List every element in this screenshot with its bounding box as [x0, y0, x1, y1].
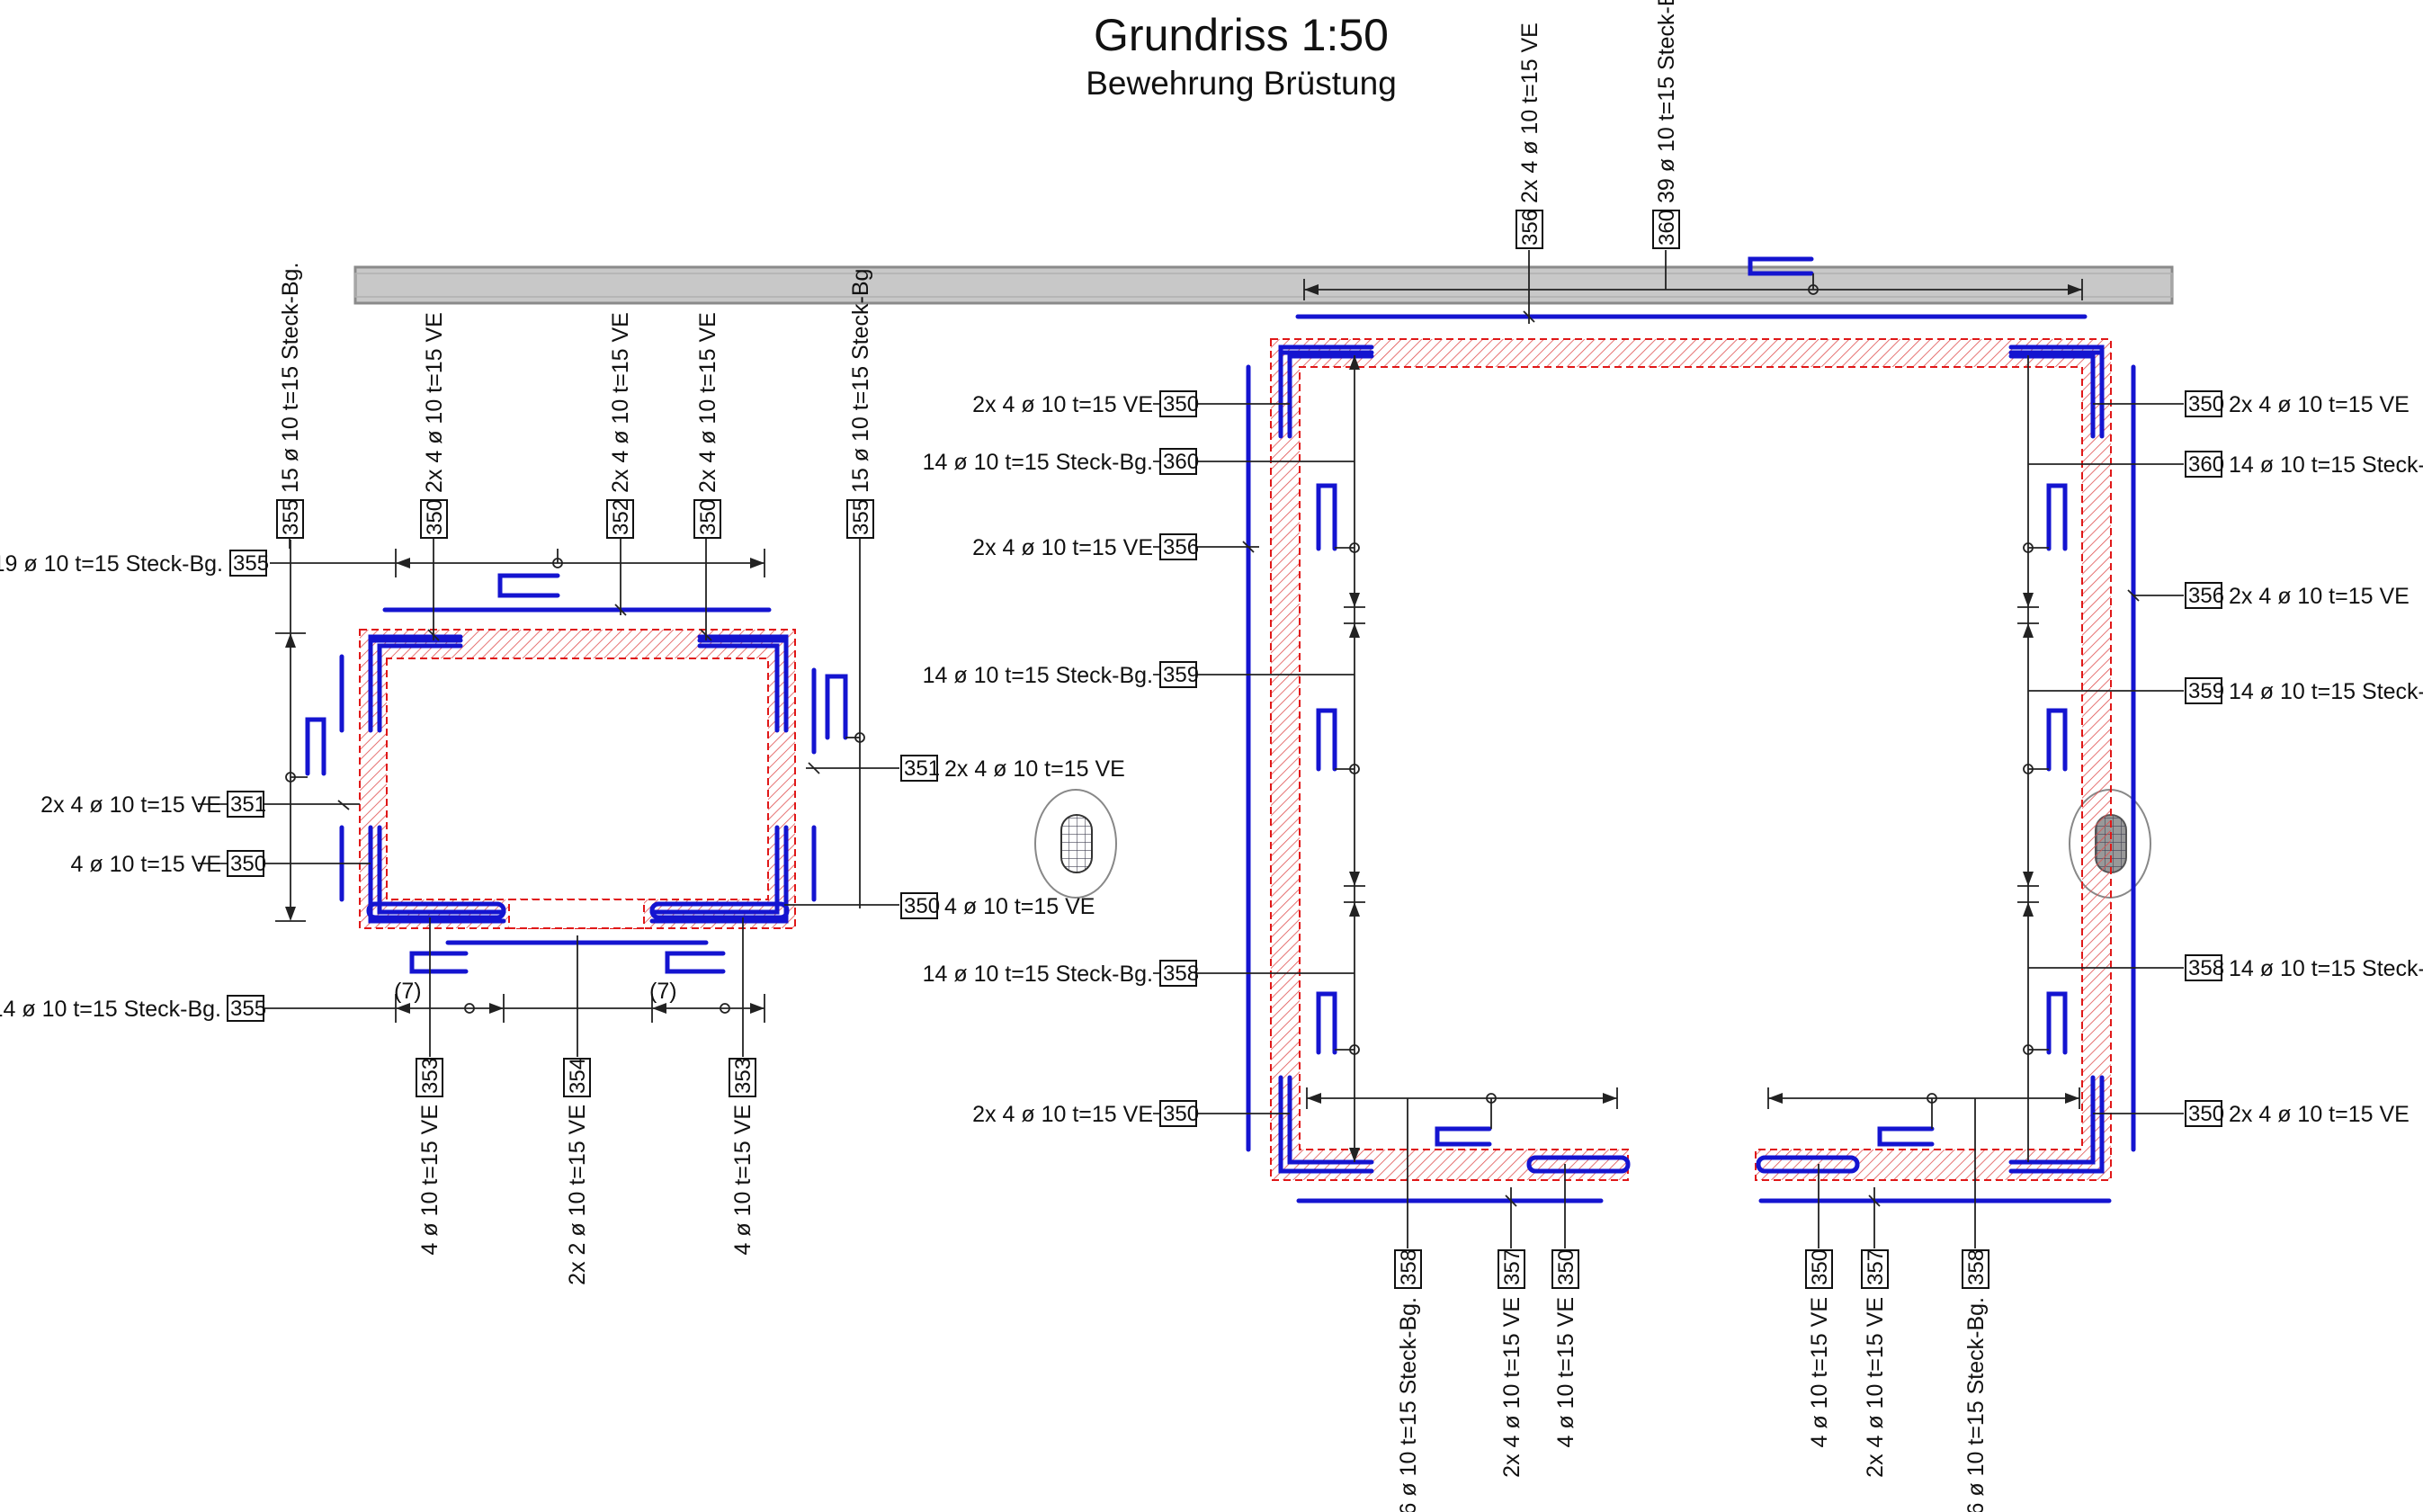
svg-text:355: 355 — [279, 499, 303, 535]
svg-text:350: 350 — [2188, 1102, 2224, 1126]
label-R-left-358: 14 ø 10 t=15 Steck-Bg. — [923, 962, 1153, 987]
svg-text:350: 350 — [1554, 1249, 1578, 1285]
label-R-right-350b: 2x 4 ø 10 t=15 VE — [2229, 1102, 2410, 1127]
label-R-bottom-350b: 4 ø 10 t=15 VE — [1807, 1297, 1832, 1447]
svg-text:353: 353 — [418, 1058, 443, 1094]
left-box-wall — [359, 629, 796, 929]
label-top-352: 2x 4 ø 10 t=15 VE — [608, 312, 633, 493]
label-R-left-350a: 2x 4 ø 10 t=15 VE — [972, 392, 1153, 417]
label-R-top-356: 2x 4 ø 10 t=15 VE — [1517, 22, 1542, 203]
svg-text:350: 350 — [2188, 392, 2224, 416]
svg-text:359: 359 — [1163, 663, 1199, 687]
right-structure-labels: 2x 4 ø 10 t=15 VE 39 ø 10 t=15 Steck-Bg.… — [923, 0, 2423, 1512]
label-R-left-359: 14 ø 10 t=15 Steck-Bg. — [923, 663, 1153, 688]
label-R-bottom-358a: 16 ø 10 t=15 Steck-Bg. — [1396, 1297, 1421, 1512]
svg-text:350: 350 — [230, 852, 266, 876]
label-right-350: 4 ø 10 t=15 VE — [944, 894, 1095, 919]
label-R-bottom-358b: 16 ø 10 t=15 Steck-Bg. — [1963, 1297, 1989, 1512]
svg-text:358: 358 — [1163, 962, 1199, 986]
svg-text:358: 358 — [1397, 1249, 1421, 1285]
svg-text:360: 360 — [2188, 452, 2224, 477]
svg-text:359: 359 — [2188, 679, 2224, 703]
label-right-351: 2x 4 ø 10 t=15 VE — [944, 756, 1125, 782]
label-R-top-360: 39 ø 10 t=15 Steck-Bg. — [1654, 0, 1679, 203]
label-R-left-350b: 2x 4 ø 10 t=15 VE — [972, 1102, 1153, 1127]
right-structure-wall — [1270, 338, 2112, 1181]
label-left-351: 2x 4 ø 10 t=15 VE — [40, 792, 221, 818]
label-R-right-356: 2x 4 ø 10 t=15 VE — [2229, 584, 2410, 609]
svg-text:360: 360 — [1655, 210, 1679, 246]
svg-text:356: 356 — [1518, 210, 1542, 246]
label-bottom-353a: 4 ø 10 t=15 VE — [417, 1105, 443, 1255]
left-box — [198, 499, 938, 1097]
dim-7a: (7) — [394, 979, 422, 1004]
drawing-subtitle: Bewehrung Brüstung — [1086, 65, 1397, 102]
svg-text:356: 356 — [1163, 535, 1199, 559]
label-left-355: 19 ø 10 t=15 Steck-Bg. — [0, 551, 223, 577]
svg-text:356: 356 — [2188, 584, 2224, 608]
svg-text:350: 350 — [1163, 392, 1199, 416]
svg-text:350: 350 — [423, 499, 447, 535]
label-R-left-360: 14 ø 10 t=15 Steck-Bg. — [923, 450, 1153, 475]
dim-7b: (7) — [649, 979, 677, 1004]
right-structure-position-numbers: 356 360 350 360 356 359 358 350 350 360 … — [1163, 210, 2224, 1285]
label-R-bottom-350a: 4 ø 10 t=15 VE — [1553, 1297, 1578, 1447]
label-top-355: 15 ø 10 t=15 Steck-Bg. — [278, 263, 303, 493]
label-bottom-354: 2x 2 ø 10 t=15 VE — [565, 1105, 590, 1285]
label-left-350: 4 ø 10 t=15 VE — [71, 852, 221, 877]
svg-text:350: 350 — [904, 894, 940, 918]
drawing-title: Grundriss 1:50 — [1094, 10, 1389, 60]
right-structure-leaders — [1153, 250, 2184, 1248]
manhole-left — [1034, 789, 1117, 899]
svg-text:351: 351 — [904, 756, 940, 781]
beam-edge — [354, 273, 2173, 298]
label-R-right-358: 14 ø 10 t=15 Steck-Bg. — [2229, 956, 2423, 981]
svg-text:350: 350 — [696, 499, 720, 535]
svg-text:351: 351 — [230, 792, 266, 817]
label-R-right-359: 14 ø 10 t=15 Steck-Bg. — [2229, 679, 2423, 704]
label-bottom-355: 14 ø 10 t=15 Steck-Bg. — [0, 997, 221, 1022]
left-box-position-numbers: 355 350 352 350 355 355 351 350 351 350 … — [230, 499, 940, 1094]
svg-text:357: 357 — [1864, 1249, 1888, 1285]
label-R-right-350a: 2x 4 ø 10 t=15 VE — [2229, 392, 2410, 417]
beam — [353, 265, 2174, 305]
svg-text:350: 350 — [1163, 1102, 1199, 1126]
label-R-left-356: 2x 4 ø 10 t=15 VE — [972, 535, 1153, 560]
svg-text:360: 360 — [1163, 450, 1199, 474]
svg-text:357: 357 — [1500, 1249, 1524, 1285]
label-top-350b: 2x 4 ø 10 t=15 VE — [695, 312, 720, 493]
svg-text:353: 353 — [731, 1058, 756, 1094]
dimension-arrows — [285, 284, 2082, 1162]
svg-text:352: 352 — [609, 499, 633, 535]
svg-text:355: 355 — [233, 551, 269, 576]
label-top-350a: 2x 4 ø 10 t=15 VE — [422, 312, 447, 493]
label-R-bottom-357b: 2x 4 ø 10 t=15 VE — [1863, 1297, 1888, 1478]
label-R-bottom-357a: 2x 4 ø 10 t=15 VE — [1499, 1297, 1524, 1478]
label-bottom-353b: 4 ø 10 t=15 VE — [730, 1105, 756, 1255]
right-structure-rebar — [1246, 256, 2136, 1203]
svg-text:358: 358 — [1964, 1249, 1989, 1285]
right-structure — [1153, 210, 2222, 1289]
label-R-right-360: 14 ø 10 t=15 Steck-Bg. — [2229, 452, 2423, 478]
svg-text:355: 355 — [849, 499, 873, 535]
svg-text:350: 350 — [1808, 1249, 1832, 1285]
svg-text:354: 354 — [566, 1058, 590, 1094]
svg-text:355: 355 — [230, 997, 266, 1021]
label-top-355r: 15 ø 10 t=15 Steck-Bg — [848, 269, 873, 493]
left-box-labels: 15 ø 10 t=15 Steck-Bg. 2x 4 ø 10 t=15 VE… — [0, 263, 1125, 1285]
svg-text:358: 358 — [2188, 956, 2224, 980]
